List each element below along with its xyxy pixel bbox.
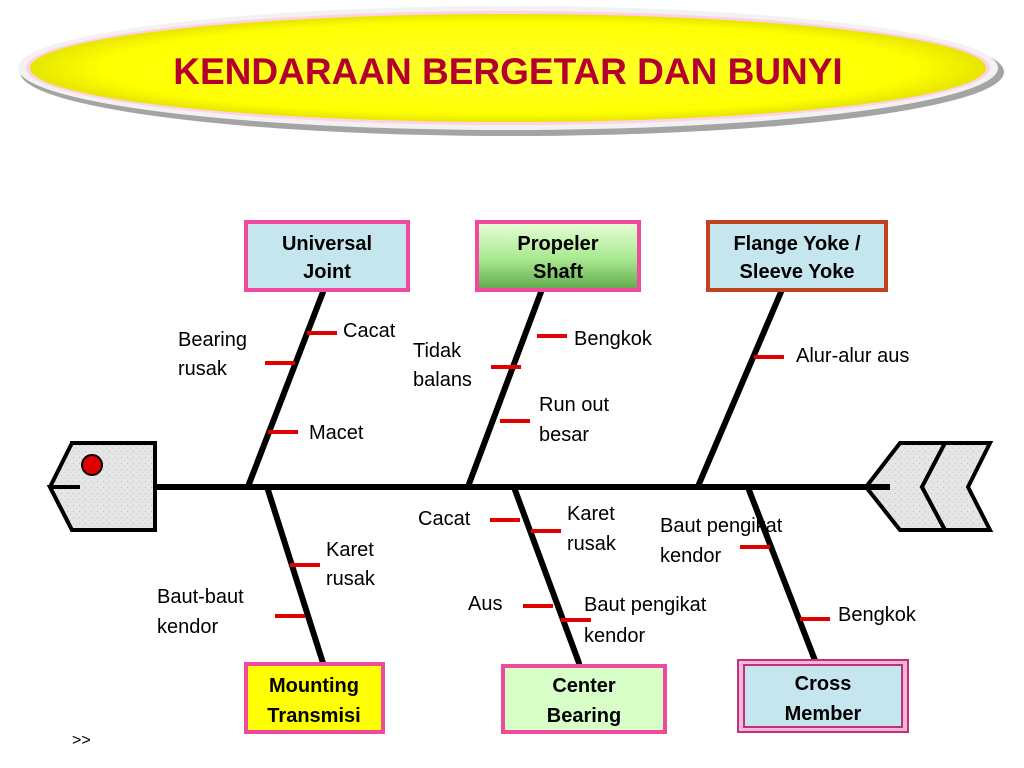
category-cross-member: Cross Member (737, 659, 909, 733)
bones (246, 289, 819, 666)
cause-label: Bearing (178, 329, 247, 351)
category-label: Center (552, 675, 616, 697)
cause-label: Baut pengikat (584, 594, 707, 616)
cause-label: Run out (539, 394, 609, 416)
category-label: Bearing (547, 705, 621, 727)
category-center-bearing: Center Bearing (501, 664, 667, 734)
category-mounting-transmisi: Mounting Transmisi (244, 662, 385, 734)
bone-flange-yoke (696, 289, 784, 487)
next-link[interactable]: >> (72, 732, 91, 749)
category-label: Member (785, 703, 862, 725)
cause-label: balans (413, 369, 472, 391)
category-propeler-shaft: Propeler Shaft (475, 220, 641, 292)
title-banner: KENDARAAN BERGETAR DAN BUNYI (18, 6, 1004, 136)
cause-label: Cacat (343, 320, 396, 342)
cause-label: Bengkok (838, 604, 917, 626)
cause-label: rusak (178, 358, 228, 380)
category-label: Transmisi (267, 705, 360, 727)
cause-label: Karet (567, 503, 615, 525)
category-label: Cross (795, 673, 852, 695)
cause-label: besar (539, 424, 589, 446)
cause-label: Baut-baut (157, 586, 244, 608)
page-title: KENDARAAN BERGETAR DAN BUNYI (173, 51, 842, 92)
cause-label: kendor (157, 616, 218, 638)
category-label: Universal (282, 233, 372, 255)
cause-label: Aus (468, 593, 502, 615)
fish-tail (863, 441, 994, 532)
cause-label: Cacat (418, 508, 471, 530)
fish-head (46, 441, 157, 532)
category-label: Propeler (517, 233, 598, 255)
bone-universal-joint (246, 289, 326, 487)
fish-eye (81, 454, 103, 476)
cause-label: Karet (326, 539, 374, 561)
cause-label: rusak (567, 533, 617, 555)
cause-ticks (265, 331, 830, 622)
cause-label: Bengkok (574, 328, 653, 350)
cause-label: Alur-alur aus (796, 345, 909, 367)
category-label: Flange Yoke / (733, 233, 861, 255)
category-label: Shaft (533, 261, 583, 283)
cause-labels: Cacat Bearing rusak Macet Bengkok Tidak … (157, 320, 917, 647)
cause-label: kendor (660, 545, 721, 567)
category-label: Mounting (269, 675, 359, 697)
bone-mounting-transmisi (265, 487, 326, 666)
cause-label: rusak (326, 568, 376, 590)
cause-label: kendor (584, 625, 645, 647)
category-universal-joint: Universal Joint (244, 220, 410, 292)
category-flange-yoke: Flange Yoke / Sleeve Yoke (706, 220, 888, 292)
category-label: Joint (303, 261, 351, 283)
bone-cross-member (746, 487, 819, 666)
cause-label: Macet (309, 422, 364, 444)
cause-label: Tidak (413, 340, 462, 362)
bone-center-bearing (512, 487, 582, 666)
bone-propeler-shaft (466, 289, 544, 487)
cause-label: Baut pengikat (660, 515, 783, 537)
category-label: Sleeve Yoke (740, 261, 855, 283)
